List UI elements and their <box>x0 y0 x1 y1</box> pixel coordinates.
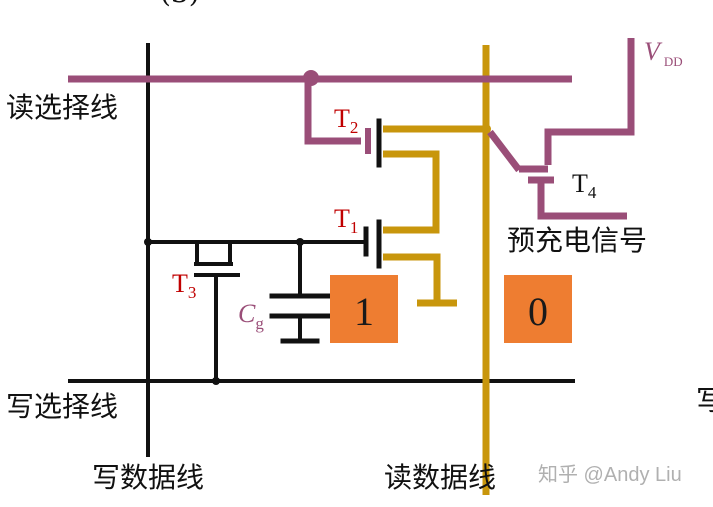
precharge-lead <box>537 180 627 220</box>
write-select-label: 写选择线 <box>6 390 118 423</box>
purple-wires <box>68 38 635 220</box>
t2-label: T2 <box>334 104 358 137</box>
t4-drain-link <box>487 129 522 173</box>
bit-value-right: 0 <box>528 289 548 334</box>
t2-gate-lead <box>304 79 361 145</box>
vdd-lead <box>544 38 635 165</box>
t1-label: T1 <box>334 204 358 237</box>
t1-source-lead <box>383 253 441 303</box>
read-select-label: 读选择线 <box>6 91 118 124</box>
cg-label: Cg <box>238 299 264 333</box>
t4-label: T4 <box>572 169 597 202</box>
bit-value-left: 1 <box>354 289 374 334</box>
bit-box-left <box>330 275 398 343</box>
read-select-junction <box>303 70 319 86</box>
watermark: 知乎 @Andy Liu <box>538 463 682 486</box>
bit-box-right <box>504 275 572 343</box>
black-wires <box>68 43 575 457</box>
write-data-label: 写数据线 <box>92 461 204 494</box>
read-line-junction <box>481 124 491 134</box>
read-data-label: 读数据线 <box>384 461 496 494</box>
junction-dots <box>144 238 304 385</box>
gold-wires <box>383 45 490 495</box>
t2-t1-link <box>383 150 440 234</box>
header-fragment: (3) <box>160 0 200 9</box>
precharge-label: 预充电信号 <box>507 224 647 257</box>
cut-off-label: 写 <box>696 384 713 417</box>
t3-label: T3 <box>172 269 196 302</box>
